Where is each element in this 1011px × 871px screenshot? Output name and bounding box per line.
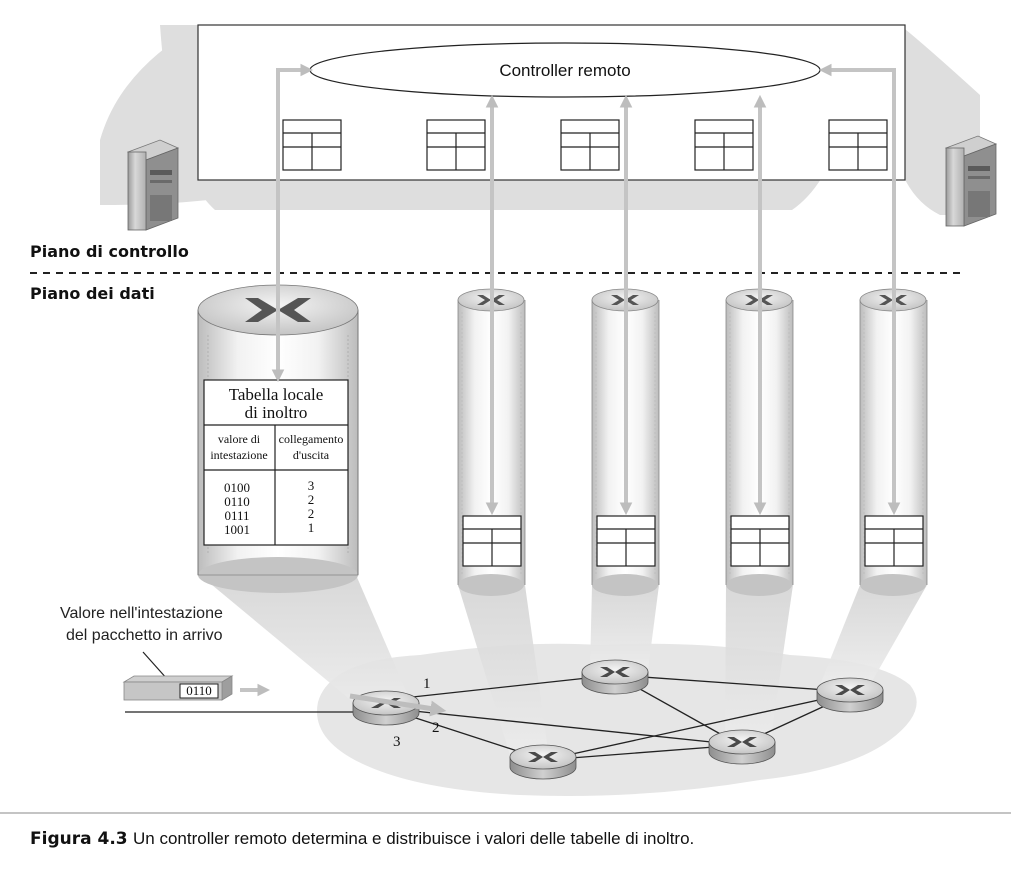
control-arrows: [271, 63, 901, 516]
local-table-row-header: 0100: [224, 480, 250, 495]
router-table-4: [730, 515, 790, 567]
packet-note-pointer: [142, 651, 169, 681]
local-forwarding-table: Tabella locale di inoltro valore di inte…: [203, 379, 349, 546]
local-table-col1-head-1: valore di: [218, 432, 261, 446]
controller-table-2: [426, 119, 486, 171]
router-table-3: [596, 515, 656, 567]
packet-header-value: 0110: [186, 683, 212, 698]
beam-3: [590, 585, 659, 670]
forwarding-arrow: [349, 693, 447, 717]
remote-controller-label: Controller remoto: [499, 61, 630, 80]
network-router-middle: [708, 729, 776, 765]
router-table-5: [864, 515, 924, 567]
caption: Figura 4.3 Un controller remoto determin…: [30, 829, 694, 849]
local-table-row-link: 1: [308, 520, 315, 535]
controller-table-5: [828, 119, 888, 171]
local-table-row-header: 0111: [224, 508, 249, 523]
controller-table-3: [560, 119, 620, 171]
local-table-row-header: 0110: [224, 494, 250, 509]
local-table-col1-head-2: intestazione: [210, 448, 267, 462]
control-arrow-local: [271, 63, 314, 383]
network-router-right: [816, 677, 884, 713]
packet-note-line2: del pacchetto in arrivo: [66, 627, 223, 644]
link-number-1: 1: [423, 676, 431, 692]
caption-label: Figura 4.3: [30, 829, 128, 849]
packet: 0110: [122, 675, 234, 701]
data-plane-label: Piano dei dati: [30, 284, 155, 303]
server-icon-right: [944, 135, 998, 227]
local-table-col2-head-1: collegamento: [279, 432, 344, 446]
controller-table-4: [694, 119, 754, 171]
controller-table-1: [282, 119, 342, 171]
packet-note-line1: Valore nell'intestazione: [60, 605, 223, 622]
beam-2: [458, 585, 548, 755]
local-table-title-1: Tabella locale: [229, 385, 324, 404]
beam-5: [820, 585, 927, 685]
beam-local: [200, 575, 410, 712]
caption-text: Un controller remoto determina e distrib…: [133, 829, 694, 848]
local-table-row-link: 2: [308, 492, 315, 507]
local-table-row-link: 3: [308, 478, 315, 493]
local-table-col2-head-2: d'uscita: [293, 448, 330, 462]
local-table-title-2: di inoltro: [245, 403, 308, 422]
beam-4: [725, 585, 793, 745]
link-number-2: 2: [432, 720, 440, 736]
network-router-bottom: [509, 744, 577, 780]
link-number-3: 3: [393, 734, 401, 750]
router-table-2: [462, 515, 522, 567]
control-plane-label: Piano di controllo: [30, 242, 189, 261]
network-router-top: [581, 659, 649, 695]
local-table-row-link: 2: [308, 506, 315, 521]
server-icon-left: [126, 139, 180, 231]
control-arrow-5: [818, 63, 901, 516]
local-table-row-header: 1001: [224, 522, 250, 537]
